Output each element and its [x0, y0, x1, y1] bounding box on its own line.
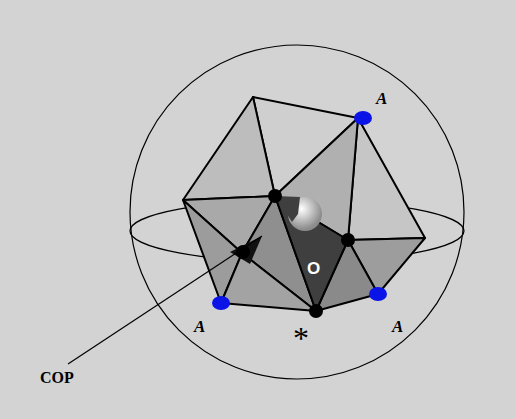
vertex-label: A [376, 90, 387, 107]
face-label: O [307, 260, 320, 277]
cop-label: COP [40, 370, 74, 386]
vertex-label: A [194, 318, 205, 335]
asterisk-mark: * [293, 322, 309, 354]
vertex-label: A [392, 318, 403, 335]
